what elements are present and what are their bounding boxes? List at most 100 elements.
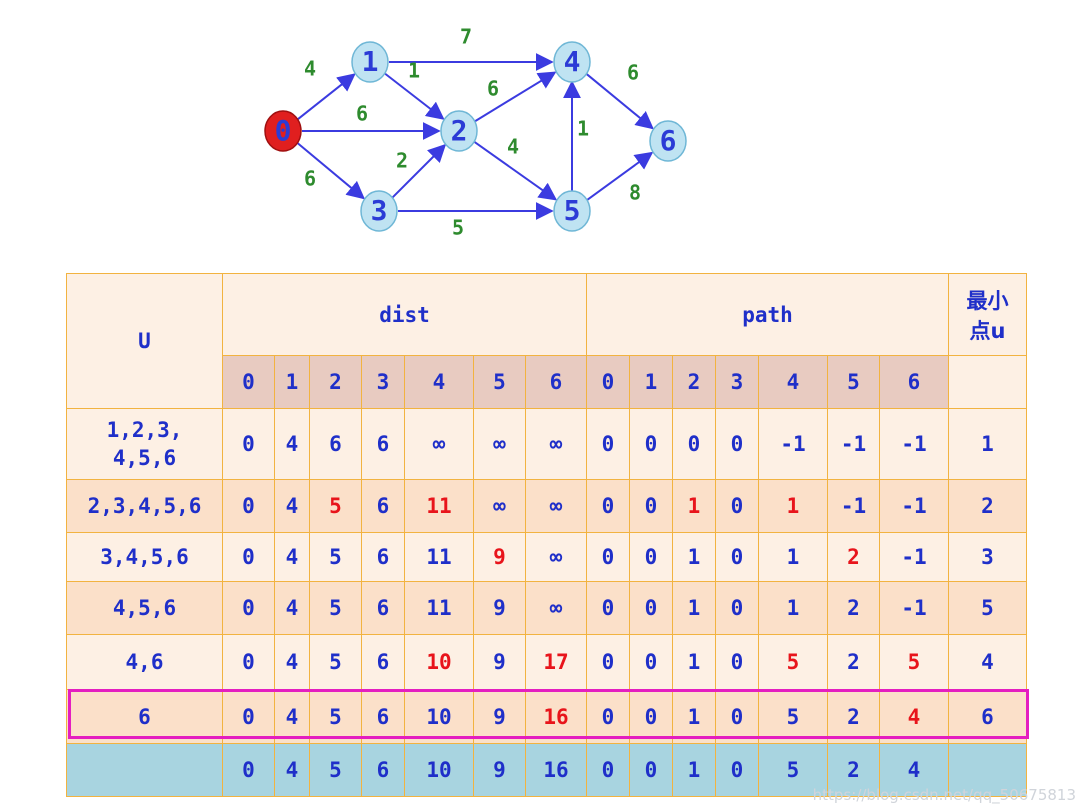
dist-cell-5: 9 — [473, 689, 526, 744]
dist-cell-5: ∞ — [473, 408, 526, 480]
path-index-2: 2 — [672, 355, 716, 409]
graph-node-5: 5 — [553, 190, 591, 232]
dist-index-1: 1 — [274, 355, 310, 409]
dist-cell-1: 4 — [274, 408, 310, 480]
row-u-set: 3,4,5,6 — [66, 532, 223, 582]
header-min-u-line2-text: 点u — [969, 318, 1006, 343]
row-u-line: 4,5,6 — [112, 596, 177, 620]
dist-cell-3: 6 — [361, 532, 405, 582]
path-cell-5: 2 — [827, 743, 880, 797]
path-cell-6: 4 — [879, 743, 949, 797]
row-u-line: 3,4,5,6 — [100, 545, 189, 569]
path-cell-3: 0 — [715, 532, 759, 582]
graph-node-label-5: 5 — [564, 194, 581, 227]
path-cell-4: -1 — [758, 408, 828, 480]
row-u-line: 2,3,4,5,6 — [87, 494, 202, 518]
path-cell-1: 0 — [629, 408, 673, 480]
dist-cell-2: 5 — [309, 581, 362, 635]
path-index-3: 3 — [715, 355, 759, 409]
edge-weight-n5-n4: 1 — [577, 117, 589, 141]
graph-node-label-4: 4 — [564, 45, 581, 78]
graph-node-circle-6 — [649, 120, 687, 162]
dist-cell-3: 6 — [361, 581, 405, 635]
dist-cell-1: 4 — [274, 479, 310, 533]
min-u-index-blank — [948, 355, 1027, 409]
edge-n4-n6 — [586, 73, 654, 130]
edge-weight-n1-n4: 7 — [460, 25, 472, 49]
dist-cell-6: ∞ — [525, 581, 587, 635]
min-u-cell: 3 — [948, 532, 1027, 582]
path-cell-3: 0 — [715, 408, 759, 480]
dist-cell-0: 0 — [222, 689, 275, 744]
dist-cell-0: 0 — [222, 408, 275, 480]
path-cell-4: 1 — [758, 581, 828, 635]
dist-cell-4: 10 — [404, 634, 474, 690]
row-u-set: 6 — [66, 689, 223, 744]
edge-weight-n0-n2: 6 — [356, 102, 368, 126]
header-u: U — [66, 273, 223, 409]
graph-node-label-2: 2 — [451, 114, 468, 147]
path-cell-6: 4 — [879, 689, 949, 744]
dist-cell-6: ∞ — [525, 408, 587, 480]
path-cell-5: 2 — [827, 581, 880, 635]
dist-cell-4: 11 — [404, 479, 474, 533]
graph-node-circle-0 — [264, 110, 302, 152]
dist-cell-2: 6 — [309, 408, 362, 480]
dist-cell-4: ∞ — [404, 408, 474, 480]
path-cell-1: 0 — [629, 479, 673, 533]
edge-n2-n5 — [473, 141, 558, 201]
edge-weight-n2-n5: 4 — [507, 135, 519, 159]
dist-cell-4: 11 — [404, 532, 474, 582]
path-cell-5: -1 — [827, 408, 880, 480]
path-cell-0: 0 — [586, 479, 630, 533]
path-cell-1: 0 — [629, 689, 673, 744]
edge-weight-n5-n6: 8 — [629, 181, 641, 205]
path-cell-3: 0 — [715, 743, 759, 797]
dist-cell-4: 11 — [404, 581, 474, 635]
path-cell-0: 0 — [586, 689, 630, 744]
path-cell-0: 0 — [586, 581, 630, 635]
dist-cell-1: 4 — [274, 634, 310, 690]
graph-node-label-6: 6 — [660, 124, 677, 157]
dist-index-5: 5 — [473, 355, 526, 409]
min-u-cell: 1 — [948, 408, 1027, 480]
dist-cell-5: 9 — [473, 634, 526, 690]
graph-node-2: 2 — [440, 110, 478, 152]
dist-cell-1: 4 — [274, 743, 310, 797]
path-cell-6: -1 — [879, 479, 949, 533]
path-cell-0: 0 — [586, 743, 630, 797]
graph-node-circle-3 — [360, 190, 398, 232]
edge-n3-n2 — [391, 143, 447, 199]
dist-cell-5: 9 — [473, 532, 526, 582]
edge-n0-n1 — [297, 73, 356, 120]
edge-n0-n3 — [296, 142, 366, 200]
path-cell-4: 1 — [758, 479, 828, 533]
dist-cell-6: ∞ — [525, 532, 587, 582]
path-cell-6: -1 — [879, 408, 949, 480]
path-cell-3: 0 — [715, 689, 759, 744]
dist-cell-3: 6 — [361, 743, 405, 797]
dist-cell-0: 0 — [222, 743, 275, 797]
path-cell-2: 1 — [672, 634, 716, 690]
dist-index-6: 6 — [525, 355, 587, 409]
graph-node-label-0: 0 — [275, 114, 292, 147]
dist-cell-6: 16 — [525, 689, 587, 744]
path-cell-1: 0 — [629, 581, 673, 635]
path-cell-2: 1 — [672, 689, 716, 744]
dist-cell-3: 6 — [361, 634, 405, 690]
min-u-cell — [948, 743, 1027, 797]
graph-node-label-1: 1 — [362, 45, 379, 78]
path-cell-0: 0 — [586, 532, 630, 582]
dist-cell-5: ∞ — [473, 479, 526, 533]
edge-n5-n6 — [586, 151, 654, 201]
dist-cell-4: 10 — [404, 743, 474, 797]
min-u-cell: 4 — [948, 634, 1027, 690]
path-cell-4: 5 — [758, 689, 828, 744]
